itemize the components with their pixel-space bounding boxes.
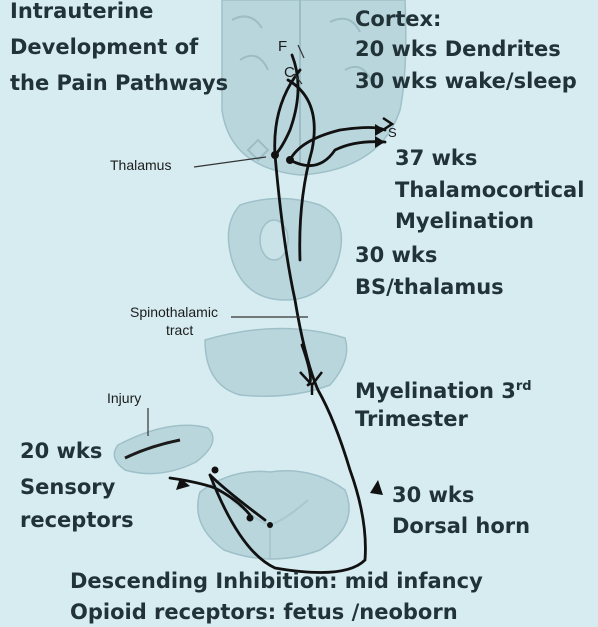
thalamocortical-weeks: 37 wks <box>395 143 477 173</box>
bottom-line-2: Opioid receptors: fetus /neoborn <box>70 597 458 627</box>
bottom-line-1: Descending Inhibition: mid infancy <box>70 566 483 596</box>
thalamocortical-line-2: Myelination <box>395 206 534 236</box>
skin-illustration <box>114 425 213 473</box>
label-spinothalamic-2: tract <box>166 322 193 338</box>
label-s: S <box>388 125 397 140</box>
title-line-3: the Pain Pathways <box>10 66 228 100</box>
cortex-wake-sleep: 30 wks wake/sleep <box>355 66 577 96</box>
medulla-illustration <box>205 328 347 396</box>
label-injury: Injury <box>107 390 141 406</box>
cortex-heading: Cortex: <box>355 4 441 34</box>
label-spinothalamic-1: Spinothalamic <box>130 304 218 320</box>
sensory-line-1: Sensory <box>20 472 115 502</box>
brainstem-label: BS/thalamus <box>355 272 504 302</box>
dorsal-horn-label: Dorsal horn <box>392 511 530 541</box>
label-c: C <box>284 64 295 81</box>
brainstem-weeks: 30 wks <box>355 240 437 270</box>
label-thalamus: Thalamus <box>110 157 171 173</box>
dorsal-horn-weeks: 30 wks <box>392 480 474 510</box>
thalamocortical-line-1: Thalamocortical <box>395 175 584 205</box>
cortex-dendrites: 20 wks Dendrites <box>355 34 561 64</box>
sensory-weeks: 20 wks <box>20 436 102 466</box>
title-line-2: Development of <box>10 30 198 64</box>
title-line-1: Intrauterine <box>10 0 153 28</box>
label-f: F <box>278 38 287 55</box>
myelination-line-1: Myelination 3rd <box>355 372 532 406</box>
sensory-line-2: receptors <box>20 505 134 535</box>
myelination-line-2: Trimester <box>355 404 468 434</box>
